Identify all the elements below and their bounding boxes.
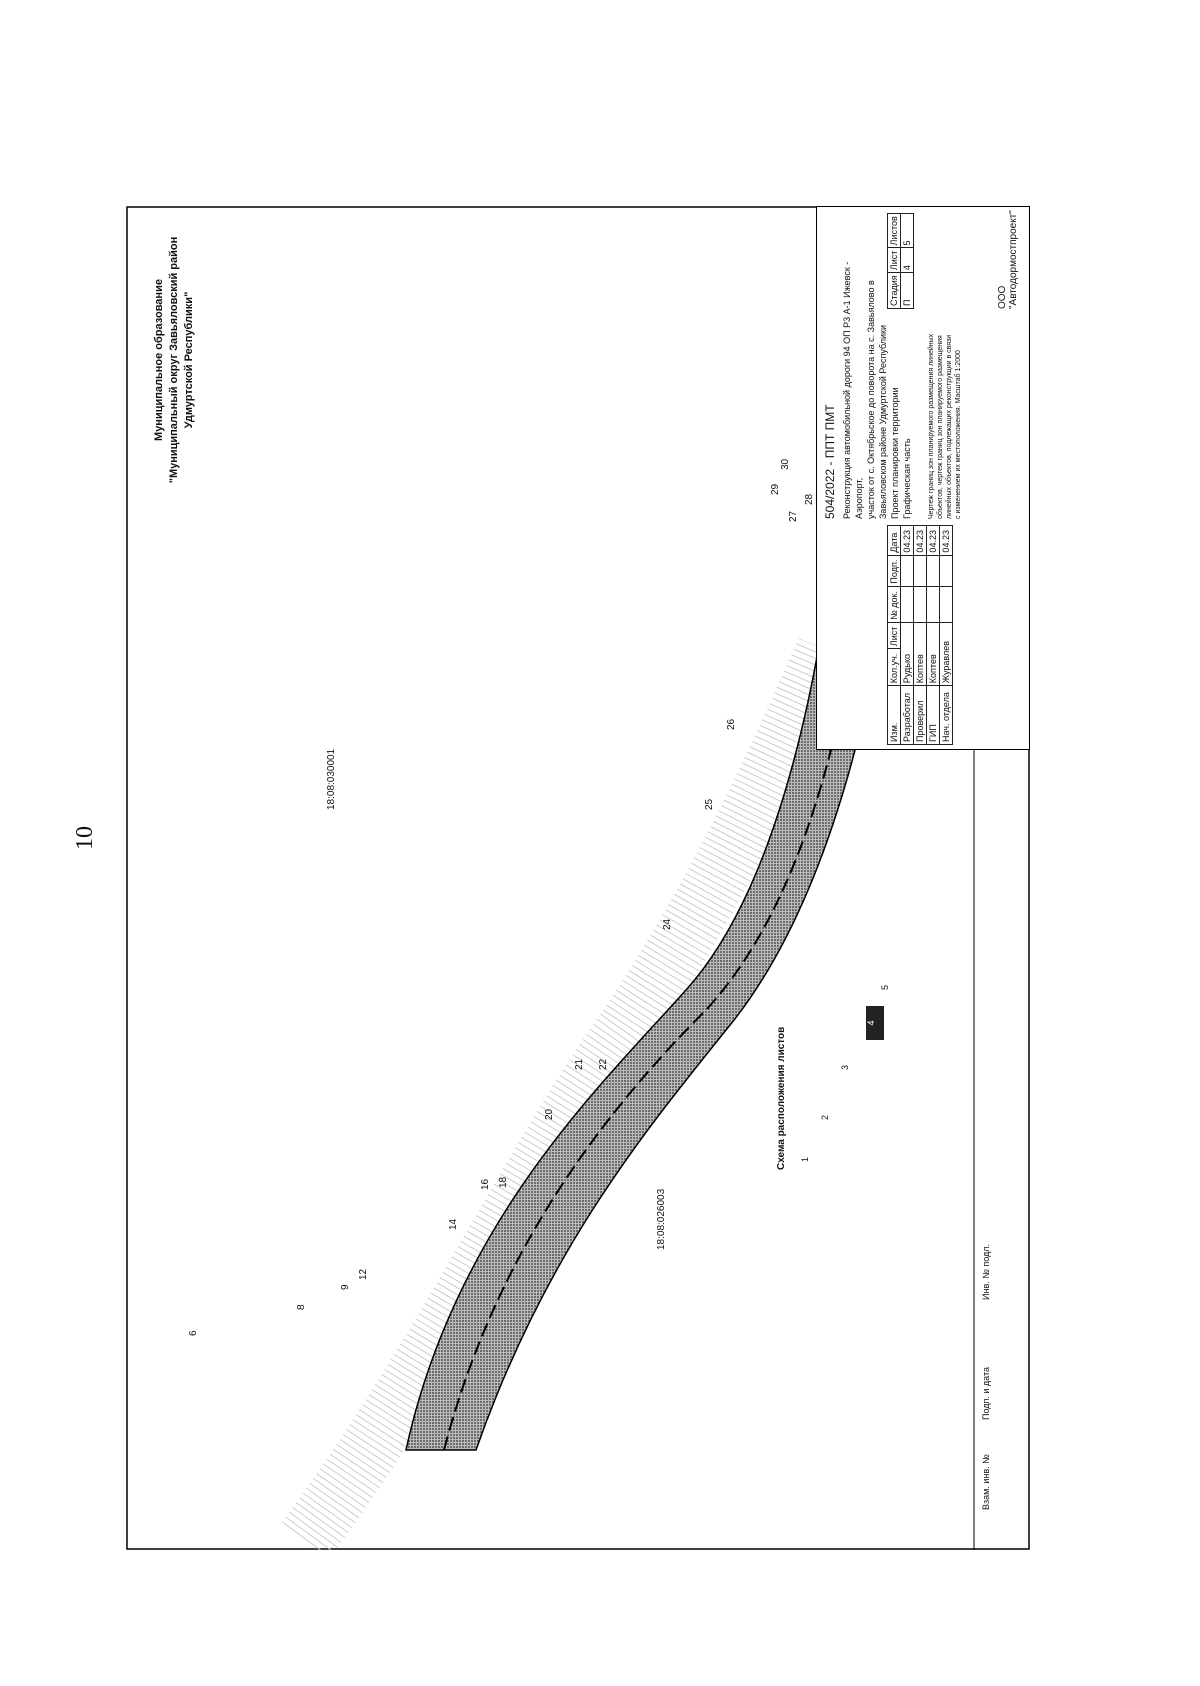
stamp-header-row: Изм. Кол.уч. Лист № док. Подп. Дата	[887, 525, 901, 745]
road-point: 6	[188, 1330, 199, 1336]
sheet-layout-scheme: Схема расположения листов 1 2 3 4 5	[776, 940, 926, 1170]
row-date: 04.23	[900, 525, 914, 556]
margin-podp-data: Подп. и дата	[981, 1366, 991, 1420]
road-point: 29	[770, 483, 781, 495]
row-date: 04.23	[939, 525, 953, 556]
stamp-project: Проект планировки территории Графическая…	[889, 387, 913, 519]
header-podp: Подп.	[887, 555, 901, 587]
header-kol: Кол.уч.	[887, 648, 901, 686]
row-role: Разработал	[900, 685, 914, 745]
margin-inv-podl: Инв. № подл.	[981, 1243, 991, 1300]
sheets-value: 5	[900, 213, 914, 248]
road-point: 18	[498, 1176, 509, 1188]
header-izm: Изм.	[887, 685, 901, 745]
sheet-value: 4	[900, 247, 914, 273]
header-list: Лист	[887, 622, 901, 649]
row-date: 04.23	[913, 525, 927, 556]
road-point: 26	[726, 718, 737, 730]
road-point: 14	[448, 1218, 459, 1230]
stage-value: П	[900, 272, 914, 309]
row-ndoc	[926, 586, 940, 623]
row-name: Коптев	[926, 622, 940, 686]
row-signature	[900, 555, 914, 587]
scheme-sheet-1: 1	[800, 1156, 810, 1162]
row-ndoc	[913, 586, 927, 623]
row-name: Коптев	[913, 622, 927, 686]
table-row: ГИП Коптев 04.23	[926, 525, 940, 745]
stage-value-row: П 4 5	[900, 213, 914, 309]
title-block: 504/2022 - ППТ ПМТ Реконструкция автомоб…	[816, 206, 1030, 750]
note-line-1: Чертеж границ зон планируемого размещени…	[928, 333, 935, 519]
note-line-3: линейных объектов, подлежащих реконструк…	[946, 334, 953, 519]
road-point: 9	[340, 1284, 351, 1290]
margin-vzam: Взам. инв. №	[981, 1454, 991, 1510]
row-date: 04.23	[926, 525, 940, 556]
stamp-note: Чертеж границ зон планируемого размещени…	[927, 219, 963, 519]
cadastral-bottom: 18:08:026003	[656, 1188, 667, 1250]
header-data: Дата	[887, 525, 901, 556]
scheme-sheet-4: 4	[866, 1006, 884, 1040]
scheme-sheet-3: 3	[840, 1064, 850, 1070]
table-row: Проверил Коптев 04.23	[913, 525, 927, 745]
road-point: 27	[788, 510, 799, 522]
road-point: 24	[662, 918, 673, 930]
sheet-header: Лист	[887, 247, 901, 273]
note-line-2: объектов, чертеж границ зон планируемого…	[937, 335, 944, 519]
row-signature	[939, 555, 953, 587]
sheets-header: Листов	[887, 213, 901, 248]
project-title-1: Проект планировки территории	[890, 387, 900, 519]
road-point: 25	[704, 798, 715, 810]
road-point: 21	[574, 1058, 585, 1070]
row-name: Журавлев	[939, 622, 953, 686]
road-point: 28	[804, 493, 815, 505]
stamp-stage-table: Стадия Лист Листов П 4 5	[887, 213, 914, 309]
row-ndoc	[900, 586, 914, 623]
road-point: 16	[480, 1178, 491, 1190]
table-row: Разработал Рудько 04.23	[900, 525, 914, 745]
stage-header-row: Стадия Лист Листов	[887, 213, 901, 309]
municipality-line-3: Удмуртской Республики"	[183, 291, 195, 429]
stamp-signatures-table: Изм. Кол.уч. Лист № док. Подп. Дата Разр…	[887, 525, 953, 745]
sheet-frame	[126, 206, 1030, 1550]
scheme-title: Схема расположения листов	[776, 1026, 787, 1170]
row-ndoc	[939, 586, 953, 623]
stamp-object: Реконструкция автомобильной дороги 94 ОП…	[841, 219, 889, 519]
page-number: 10	[72, 826, 98, 850]
road-point: 22	[598, 1058, 609, 1070]
terrain-scatter	[281, 638, 854, 1558]
municipality-line-1: Муниципальное образование	[153, 279, 165, 441]
row-role: Нач. отдела	[939, 685, 953, 745]
scheme-sheet-2: 2	[820, 1114, 830, 1120]
rotated-drawing: Муниципальное образование "Муниципальный…	[126, 206, 1030, 1558]
road-point: 8	[296, 1304, 307, 1310]
object-title-1: Реконструкция автомобильной дороги 94 ОП…	[842, 261, 864, 519]
row-signature	[926, 555, 940, 587]
header-ndoc: № док.	[887, 586, 901, 623]
row-role: Проверил	[913, 685, 927, 745]
road-point: 20	[544, 1108, 555, 1120]
object-title-2: участок от с. Октябрьское до поворота на…	[866, 280, 876, 519]
stamp-code: 504/2022 - ППТ ПМТ	[823, 404, 837, 519]
road-point: 30	[780, 458, 791, 470]
cadastral-top: 18:08:030001	[326, 748, 337, 810]
municipality-line-2: "Муниципальный округ Завьяловский район	[168, 236, 180, 484]
row-signature	[913, 555, 927, 587]
row-name: Рудько	[900, 622, 914, 686]
road-point: 12	[358, 1268, 369, 1280]
municipality-heading: Муниципальное образование "Муниципальный…	[152, 230, 197, 490]
table-row: Нач. отдела Журавлев 04.23	[939, 525, 953, 745]
row-role: ГИП	[926, 685, 940, 745]
drawing-sheet: Муниципальное образование "Муниципальный…	[126, 206, 1030, 1558]
scheme-sheet-5: 5	[880, 984, 890, 990]
stage-header: Стадия	[887, 272, 901, 309]
stamp-org: ООО "Автодормостпроект"	[997, 210, 1019, 309]
note-line-4: с изменением их местоположения. Масштаб …	[955, 350, 962, 519]
project-title-2: Графическая часть	[902, 438, 912, 519]
